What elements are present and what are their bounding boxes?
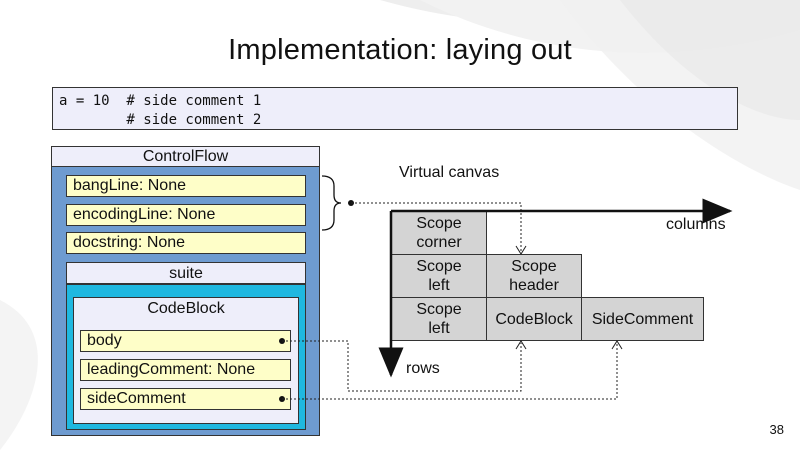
- code-line-2: # side comment 2: [59, 112, 262, 128]
- cell-scope-corner-line1: Scope: [416, 215, 462, 232]
- cell-scope-left-1-line1: Scope: [416, 258, 462, 275]
- field-bangline: bangLine: None: [66, 175, 306, 197]
- cell-scope-corner: Scope corner: [391, 211, 487, 255]
- cell-scope-header-line1: Scope: [511, 258, 557, 275]
- slide-title: Implementation: laying out: [228, 34, 572, 66]
- rows-label: rows: [406, 360, 440, 377]
- page-number: 38: [769, 422, 784, 437]
- cell-scope-left-2: Scope left: [391, 297, 487, 341]
- code-snippet: a = 10 # side comment 1 # side comment 2: [52, 87, 738, 130]
- cell-scope-header: Scope header: [486, 254, 582, 298]
- cell-scope-left-2-line2: left: [428, 320, 450, 337]
- cell-scope-left-1: Scope left: [391, 254, 487, 298]
- virtual-canvas-label: Virtual canvas: [399, 164, 500, 181]
- cell-scope-header-line2: header: [509, 277, 559, 294]
- field-sidecomment: sideComment: [80, 388, 291, 410]
- field-encodingline: encodingLine: None: [66, 204, 306, 226]
- field-leadingcomment: leadingComment: None: [80, 359, 291, 381]
- field-docstring: docstring: None: [66, 232, 306, 254]
- cell-codeblock: CodeBlock: [486, 297, 582, 341]
- controlflow-header: ControlFlow: [51, 146, 320, 167]
- cell-sidecomment: SideComment: [581, 297, 704, 341]
- suite-header: suite: [66, 262, 306, 284]
- cell-scope-left-2-line1: Scope: [416, 301, 462, 318]
- cell-scope-left-1-line2: left: [428, 277, 450, 294]
- code-line-1: a = 10 # side comment 1: [59, 93, 262, 109]
- codeblock-header: CodeBlock: [73, 297, 299, 320]
- field-body: body: [80, 330, 291, 352]
- columns-label: columns: [666, 216, 726, 233]
- cell-scope-corner-line2: corner: [416, 234, 462, 251]
